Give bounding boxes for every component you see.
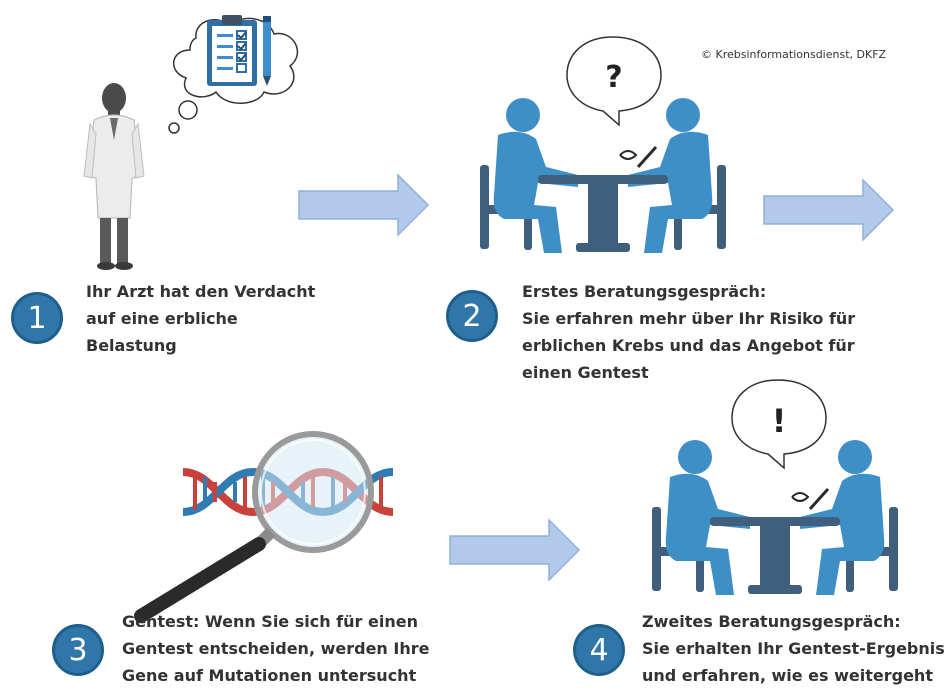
step-1-badge: 1 — [11, 292, 63, 344]
copyright-notice: © Krebsinformationsdienst, DKFZ — [701, 48, 887, 61]
caption-line: auf eine erbliche — [86, 309, 238, 328]
caption-line: erblichen Krebs und das Angebot für — [522, 336, 855, 355]
caption-line: Ihr Arzt hat den Verdacht — [86, 282, 316, 301]
step-4-caption: Zweites Beratungsgespräch: Sie erhalten … — [642, 608, 945, 689]
speech-bubble-question: ? — [566, 36, 662, 127]
exclamation-mark: ! — [772, 402, 787, 440]
question-mark: ? — [605, 60, 622, 95]
caption-line: Erstes Beratungsgespräch: — [522, 282, 767, 301]
consultation-scene-2 — [652, 440, 898, 595]
consultation-scene-1 — [480, 98, 726, 253]
arrow-right-3 — [449, 518, 581, 582]
step-2-badge: 2 — [446, 290, 498, 342]
step-4-badge: 4 — [573, 624, 625, 676]
dna-magnifier-illustration — [134, 431, 394, 623]
doctor-figure — [83, 83, 145, 270]
caption-line: und erfahren, wie es weitergeht — [642, 666, 933, 685]
speech-bubble-exclamation: ! — [731, 379, 827, 470]
caption-line: Gentest entscheiden, werden Ihre — [122, 639, 430, 658]
caption-line: Sie erhalten Ihr Gentest-Ergebnis — [642, 639, 945, 658]
step-2-caption: Erstes Beratungsgespräch: Sie erfahren m… — [522, 278, 855, 386]
arrow-right-2 — [763, 178, 895, 242]
magnifier-icon — [134, 431, 374, 623]
step-1-caption: Ihr Arzt hat den Verdacht auf eine erbli… — [86, 278, 315, 359]
caption-line: einen Gentest — [522, 363, 649, 382]
step-3-badge: 3 — [52, 624, 104, 676]
caption-line: Zweites Beratungsgespräch: — [642, 612, 901, 631]
caption-line: Gentest: Wenn Sie sich für einen — [122, 612, 418, 631]
caption-line: Sie erfahren mehr über Ihr Risiko für — [522, 309, 856, 328]
arrow-right-1 — [298, 173, 430, 237]
caption-line: Belastung — [86, 336, 177, 355]
clipboard-checklist-icon — [207, 15, 271, 86]
caption-line: Gene auf Mutationen untersucht — [122, 666, 417, 685]
step-3-caption: Gentest: Wenn Sie sich für einen Gentest… — [122, 608, 429, 689]
